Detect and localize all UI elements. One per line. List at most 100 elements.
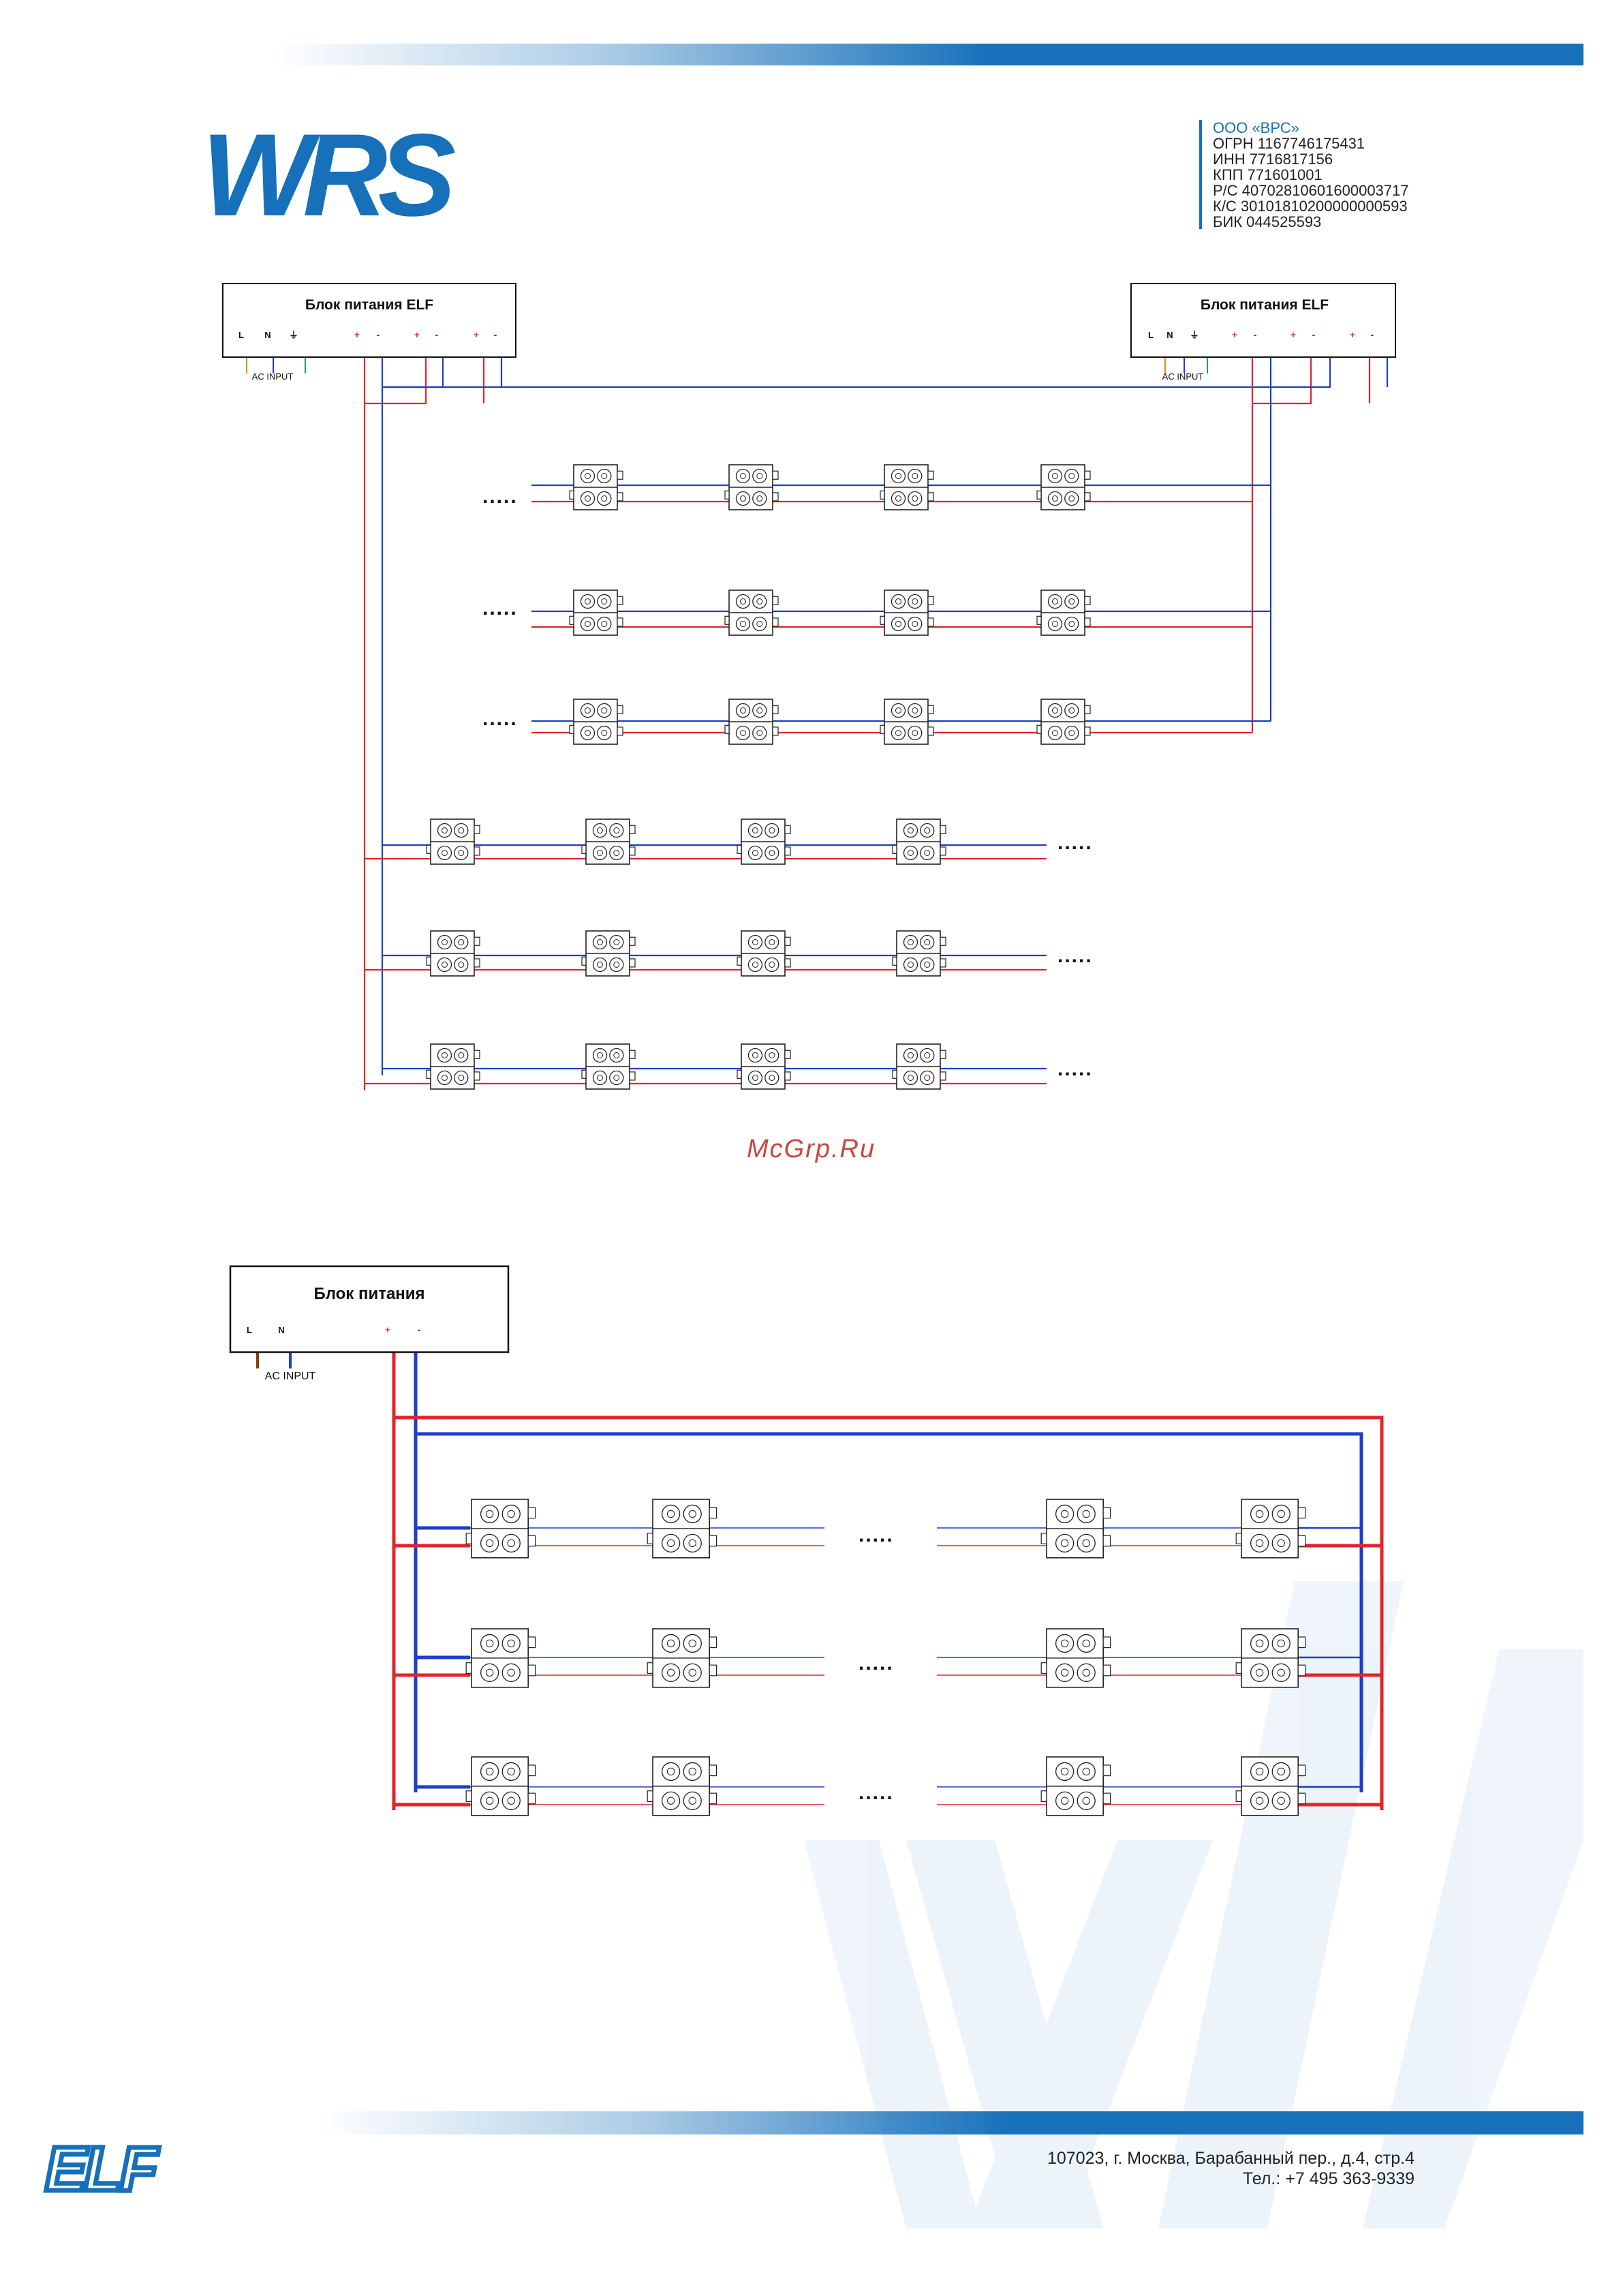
psu-2-terminal-minus: - [418, 1324, 421, 1335]
led-lens-inner [584, 621, 591, 627]
led-lens [891, 594, 906, 609]
led-lens-inner [1082, 1510, 1090, 1518]
diagram1-row5-ellipsis: ..... [1057, 945, 1093, 967]
led-lens-inner [584, 707, 591, 714]
led-lens [908, 468, 923, 484]
led-lens-inner [769, 962, 775, 968]
led-module-tab [772, 705, 779, 714]
company-info: ООО «ВРС» ОГРН 1167746175431 ИНН 7716817… [1213, 120, 1409, 230]
led-lens-inner [1068, 707, 1075, 714]
led-lens-inner [912, 707, 918, 714]
psu-left-terminal-l: L [238, 330, 244, 340]
led-lens-inner [739, 730, 746, 736]
led-module-tab [1102, 1636, 1111, 1649]
led-module-tab [709, 1764, 717, 1777]
led-lens-inner [907, 1075, 914, 1081]
led-module-tab [927, 470, 934, 480]
led-lens-inner [485, 1767, 494, 1776]
led-module-tab [1235, 1790, 1242, 1802]
led-lens-inner [907, 827, 914, 833]
led-lens [735, 594, 751, 609]
led-lens [747, 957, 763, 973]
psu-left-terminal-n: N [264, 330, 270, 340]
led-lens-inner [1068, 730, 1075, 736]
led-lens [920, 934, 935, 950]
led-module-tab [1084, 617, 1091, 627]
led-lens-inner [1277, 1767, 1285, 1776]
led-module [724, 699, 779, 745]
led-module [426, 818, 480, 865]
led-module [569, 464, 623, 510]
led-lens-inner [458, 850, 465, 856]
led-lens [1250, 1762, 1269, 1781]
led-lens [891, 616, 906, 632]
led-lens [735, 491, 751, 506]
led-module-tab [772, 470, 779, 480]
led-lens-inner [458, 827, 465, 833]
led-lens-inner [924, 827, 931, 833]
led-module-tab [1084, 705, 1091, 714]
company-ogrn: ОГРН 1167746175431 [1213, 135, 1365, 152]
company-inn: ИНН 7716817156 [1213, 151, 1333, 168]
d2-red-loop [394, 1415, 1384, 1810]
led-lens-inner [756, 730, 763, 736]
left-red-tie [365, 344, 427, 405]
led-lens [1250, 1663, 1269, 1683]
led-module-tab [709, 1507, 717, 1519]
led-lens-inner [596, 962, 603, 968]
led-lens [501, 1504, 521, 1524]
led-lens [735, 703, 751, 718]
led-lens-inner [1277, 1639, 1285, 1648]
psu-right-terminal-minus-2: - [1312, 329, 1316, 340]
led-module [892, 1043, 946, 1090]
led-lens-inner [907, 850, 914, 856]
led-lens-inner [1051, 707, 1058, 714]
led-lens-inner [756, 598, 763, 604]
led-lens [501, 1791, 521, 1811]
led-lens-inner [688, 1668, 696, 1677]
led-lens [592, 845, 608, 861]
psu-2-title: Блок питания [313, 1285, 424, 1303]
led-lens-inner [1255, 1767, 1264, 1776]
led-module [647, 1756, 717, 1816]
led-lens [1077, 1504, 1096, 1524]
wrs-logo: WRS [202, 128, 465, 224]
led-lens [683, 1791, 702, 1811]
led-lens [747, 823, 763, 838]
led-lens [920, 957, 935, 973]
led-lens [891, 725, 906, 741]
led-lens-inner [1255, 1668, 1264, 1677]
led-lens [1055, 1762, 1075, 1781]
psu-right-terminal-plus-2: + [1290, 329, 1296, 340]
led-lens [908, 616, 923, 632]
led-lens [1077, 1634, 1096, 1653]
led-lens-inner [756, 495, 763, 502]
header-band [273, 44, 1583, 65]
led-module-tab [617, 617, 623, 627]
led-module [581, 818, 636, 865]
led-lens-inner [1255, 1796, 1264, 1805]
led-lens [683, 1504, 702, 1524]
diagram2-row2-ellipsis: ..... [859, 1652, 894, 1674]
psu-left: Блок питания ELF L N ⏚ + - + - + - AC IN… [222, 283, 516, 382]
led-lens-inner [1060, 1639, 1069, 1648]
led-module-tab [1102, 1535, 1111, 1547]
psu-right-terminal-l: L [1148, 330, 1154, 340]
led-lens [454, 823, 469, 838]
led-lens [609, 823, 624, 838]
led-lens-inner [441, 1052, 448, 1058]
led-lens [735, 616, 751, 632]
led-lens [661, 1634, 681, 1653]
led-lens-inner [1082, 1668, 1090, 1677]
led-lens-inner [666, 1639, 675, 1648]
led-lens-inner [613, 1052, 620, 1058]
led-module-tab [940, 1071, 946, 1081]
led-lens [454, 845, 469, 861]
led-lens [592, 823, 608, 838]
led-lens [1271, 1663, 1290, 1683]
psu-left-terminal-minus-1: - [377, 329, 380, 340]
led-module [737, 1043, 791, 1090]
led-module-tab [629, 936, 636, 946]
led-lens [903, 934, 918, 950]
